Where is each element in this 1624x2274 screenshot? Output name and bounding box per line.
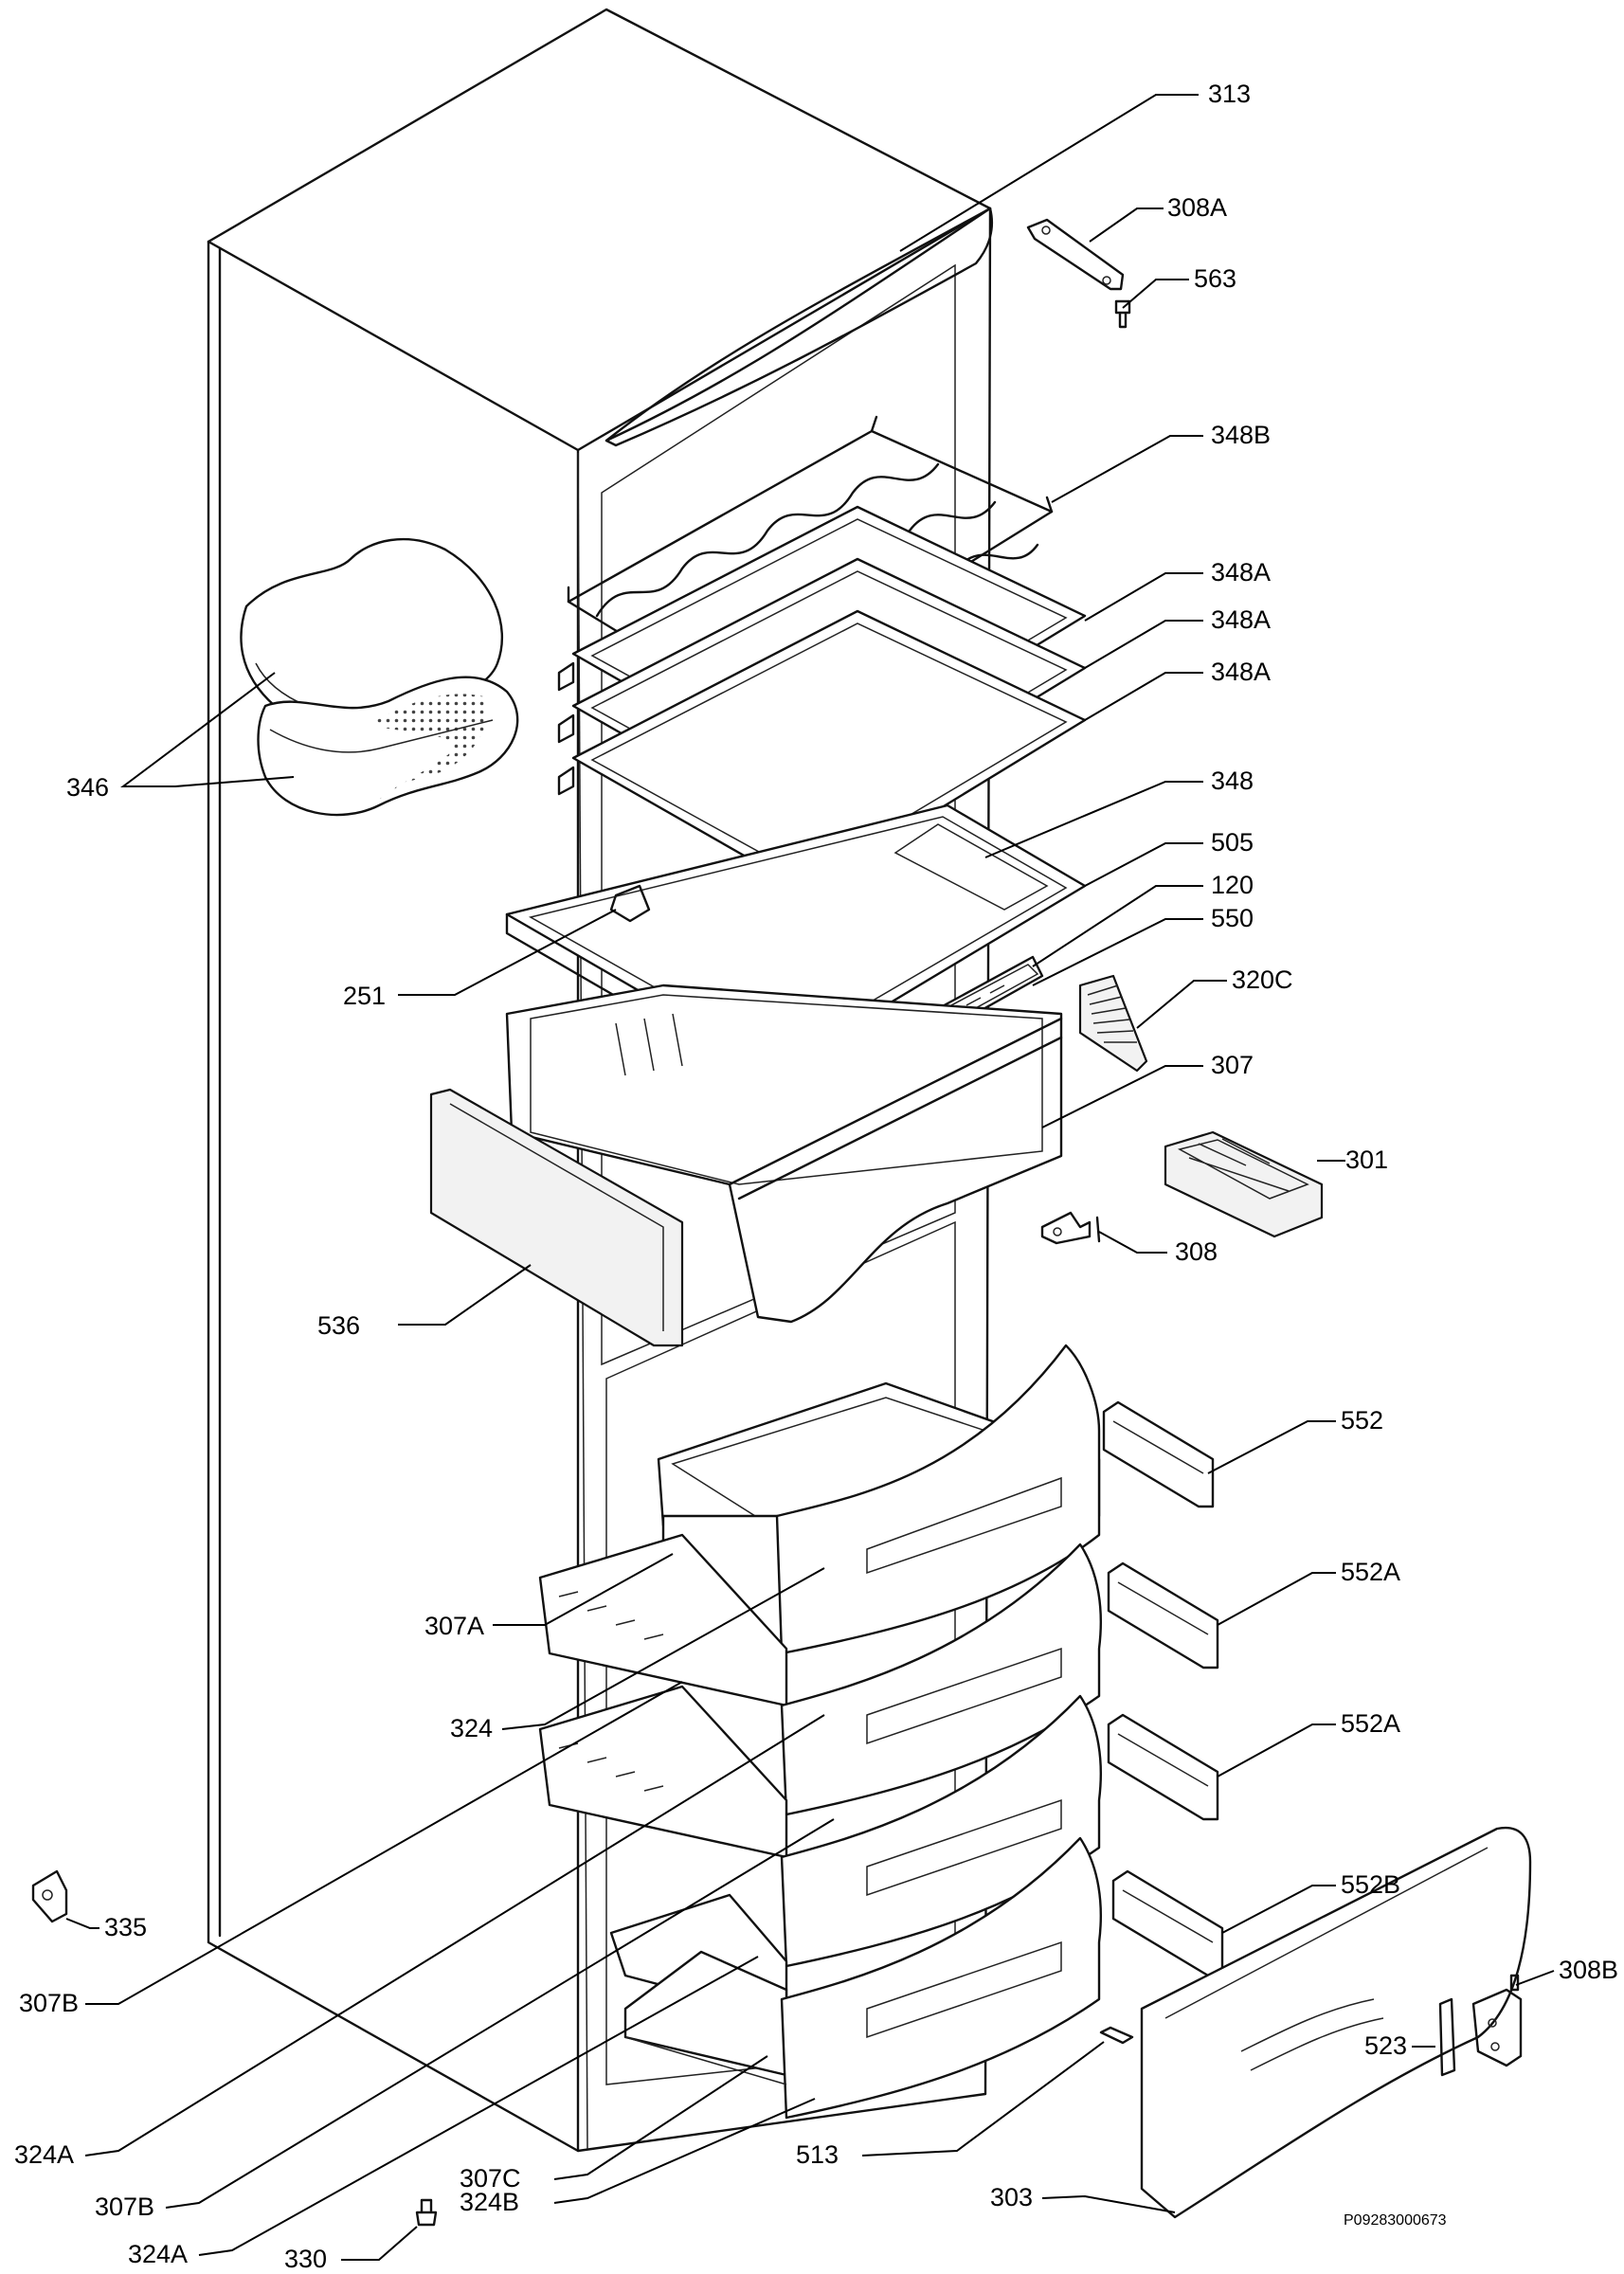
kickplate-303	[1140, 1826, 1532, 2219]
label-346: 346	[66, 773, 109, 802]
hinge-308a	[1026, 218, 1125, 291]
label-307a: 307A	[424, 1612, 484, 1640]
callout-labels: 313 308A 563 348B 348A 348A 348A 348 505…	[14, 80, 1618, 2273]
label-301: 301	[1345, 1146, 1388, 1174]
label-348a-3: 348A	[1211, 658, 1271, 686]
slide-552	[1102, 1400, 1215, 1508]
freezer-box-307	[505, 984, 1063, 1324]
bracket-523	[1438, 1997, 1456, 2077]
pin-513	[1099, 2026, 1134, 2045]
label-348: 348	[1211, 767, 1254, 795]
label-552b: 552B	[1341, 1870, 1400, 1899]
label-330: 330	[284, 2245, 327, 2273]
label-513: 513	[796, 2140, 839, 2169]
shelf-supports	[557, 661, 575, 796]
label-308b: 308B	[1559, 1956, 1618, 1984]
slide-552a-2	[1107, 1713, 1219, 1821]
label-348b: 348B	[1211, 421, 1271, 449]
drawing-code: P09283000673	[1344, 2212, 1447, 2229]
slide-552a-1	[1107, 1561, 1219, 1669]
label-324a-2: 324A	[128, 2240, 188, 2268]
label-505: 505	[1211, 828, 1254, 857]
bracket-308	[1040, 1211, 1101, 1245]
hinge-335	[31, 1869, 68, 1923]
label-550: 550	[1211, 904, 1254, 932]
drawer-307b-1	[780, 1543, 1102, 1816]
label-307c: 307C	[460, 2164, 521, 2193]
vent-grille-320c	[1078, 974, 1148, 1073]
label-552a-2: 552A	[1341, 1709, 1400, 1738]
containers-346	[240, 537, 519, 817]
clip-251	[609, 884, 651, 923]
drawer-324	[538, 1533, 788, 1707]
drawer-307c	[623, 1836, 1102, 2120]
label-348a-2: 348A	[1211, 605, 1271, 634]
label-308: 308	[1175, 1237, 1218, 1266]
label-303: 303	[990, 2183, 1033, 2211]
top-cover-313	[604, 207, 994, 447]
label-324b: 324B	[460, 2188, 519, 2216]
ice-tray-301	[1164, 1130, 1324, 1238]
label-120: 120	[1211, 871, 1254, 899]
label-335: 335	[104, 1913, 147, 1941]
label-313: 313	[1208, 80, 1251, 108]
label-552: 552	[1341, 1406, 1383, 1435]
label-563: 563	[1194, 264, 1236, 293]
label-251: 251	[343, 982, 386, 1010]
label-320c: 320C	[1232, 966, 1293, 994]
drawer-324b	[624, 2036, 787, 2085]
label-308a: 308A	[1167, 193, 1227, 222]
slide-552b	[1111, 1869, 1224, 1977]
leader-lines	[65, 94, 1555, 2261]
label-307b-1: 307B	[19, 1989, 79, 2017]
label-348a-1: 348A	[1211, 558, 1271, 587]
label-324: 324	[450, 1714, 493, 1742]
label-307: 307	[1211, 1051, 1254, 1079]
drawer-307b-2	[780, 1694, 1102, 1968]
hinge-308b	[1471, 1974, 1523, 2067]
label-552a-1: 552A	[1341, 1558, 1400, 1586]
label-536: 536	[317, 1311, 360, 1340]
screw-563	[1114, 299, 1131, 329]
label-307b-2: 307B	[95, 2193, 154, 2221]
foot-330	[415, 2198, 438, 2227]
label-324a-1: 324A	[14, 2140, 74, 2169]
divider-536	[429, 1088, 684, 1347]
label-523: 523	[1364, 2031, 1407, 2060]
